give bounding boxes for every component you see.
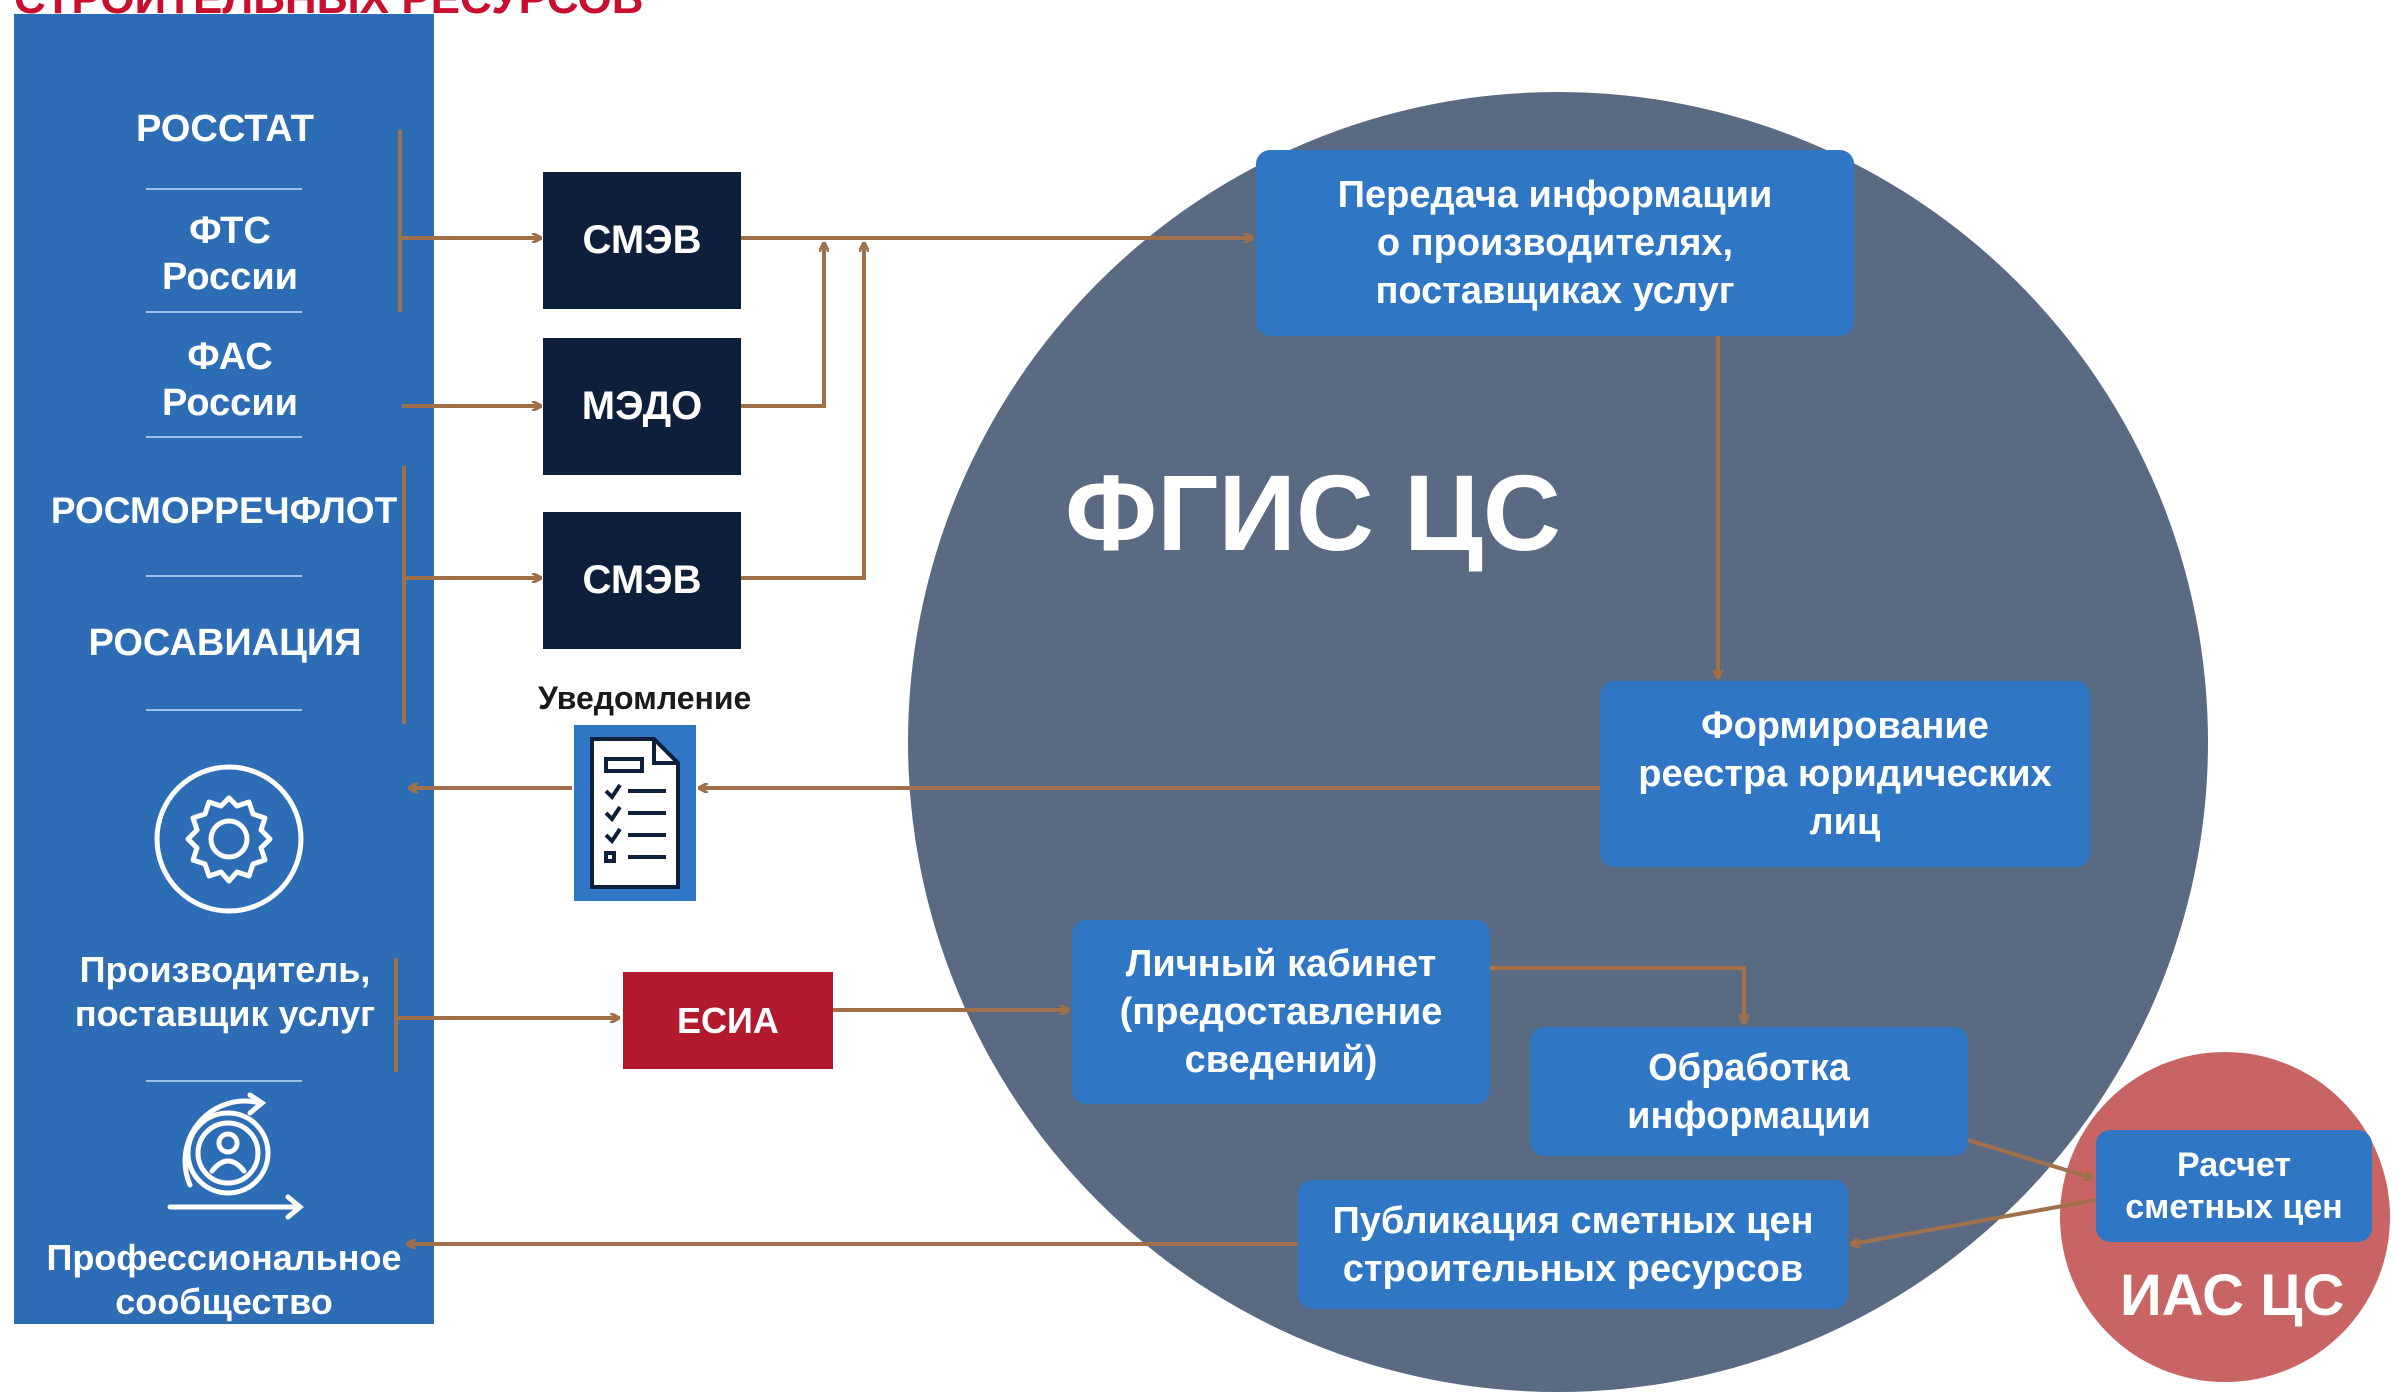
processing-box: Обработка информации bbox=[1530, 1027, 1968, 1156]
esia-box: ЕСИА bbox=[623, 972, 833, 1069]
medo-label: МЭДО bbox=[581, 384, 703, 428]
smev-label-1: СМЭВ bbox=[582, 218, 702, 262]
publication-box: Публикация сметных цен строительных ресу… bbox=[1298, 1180, 1848, 1309]
source-fas: ФАС России bbox=[161, 336, 299, 424]
source-rosmorrechflot: РОСМОРРЕЧФЛОТ bbox=[50, 490, 398, 531]
transfer-info-box: Передача информации о производителях, по… bbox=[1256, 150, 1854, 336]
ias-title: ИАС ЦС bbox=[2120, 1263, 2345, 1328]
cabinet-box: Личный кабинет (предоставление сведений) bbox=[1072, 920, 1490, 1104]
divider bbox=[146, 436, 302, 438]
source-producer: Производитель, поставщик услуг bbox=[74, 949, 376, 1034]
document-icon bbox=[574, 725, 696, 901]
arrow-medo-up bbox=[741, 244, 824, 408]
calc-label: Расчет сметных цен bbox=[2125, 1146, 2343, 1226]
divider bbox=[146, 188, 302, 190]
publication-label: Публикация сметных цен строительных ресу… bbox=[1332, 1199, 1814, 1290]
registry-label: Формирование реестра юридических лиц bbox=[1638, 705, 2052, 843]
gear-icon bbox=[154, 764, 304, 914]
source-rosstat: РОССТАТ bbox=[136, 108, 314, 150]
fgis-title: ФГИС ЦС bbox=[1065, 452, 1561, 573]
divider bbox=[146, 1080, 302, 1082]
smev-box-2: СМЭВ bbox=[543, 512, 741, 649]
source-fts: ФТС России bbox=[161, 210, 299, 298]
registry-box: Формирование реестра юридических лиц bbox=[1600, 681, 2090, 867]
divider bbox=[146, 311, 302, 313]
esia-label: ЕСИА bbox=[677, 999, 779, 1041]
notification-label: Уведомление bbox=[538, 680, 752, 716]
source-rosaviatsiya: РОСАВИАЦИЯ bbox=[88, 622, 362, 664]
medo-box: МЭДО bbox=[543, 338, 741, 475]
user-cycle-icon bbox=[167, 1092, 304, 1220]
arrow-smev2-up bbox=[741, 244, 864, 580]
arrow-calc-to-publication bbox=[1852, 1198, 2097, 1244]
transfer-info-label: Передача информации о производителях, по… bbox=[1337, 174, 1773, 312]
smev-box-1: СМЭВ bbox=[543, 172, 741, 309]
cabinet-label: Личный кабинет (предоставление сведений) bbox=[1119, 943, 1443, 1081]
divider bbox=[146, 709, 302, 711]
calc-box: Расчет сметных цен bbox=[2096, 1130, 2372, 1242]
arrow-processing-to-calc bbox=[1967, 1138, 2092, 1178]
smev-label-2: СМЭВ bbox=[582, 558, 702, 602]
processing-label: Обработка информации bbox=[1627, 1046, 1871, 1137]
divider bbox=[146, 575, 302, 577]
arrow-cabinet-to-processing bbox=[1490, 966, 1744, 1022]
source-community: Профессиональное сообщество bbox=[46, 1237, 402, 1322]
